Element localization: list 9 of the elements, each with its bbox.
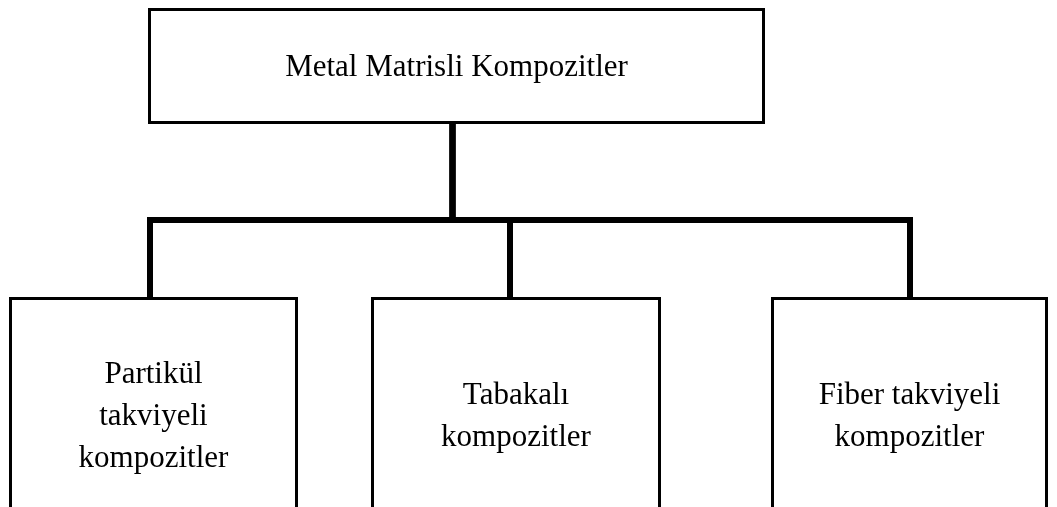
- category-box: [9, 297, 298, 507]
- category-box: [371, 297, 661, 507]
- box-label: Metal Matrisli Kompozitler: [285, 47, 628, 85]
- connector-line: [449, 124, 913, 297]
- category-box: [771, 297, 1048, 507]
- box-label: Fiber takviyeli kompozitler: [817, 374, 1002, 455]
- box-label: Partikül takviyeli kompozitler: [77, 353, 230, 476]
- box-label: Tabakalı kompozitler: [440, 374, 592, 455]
- category-box: [148, 8, 765, 124]
